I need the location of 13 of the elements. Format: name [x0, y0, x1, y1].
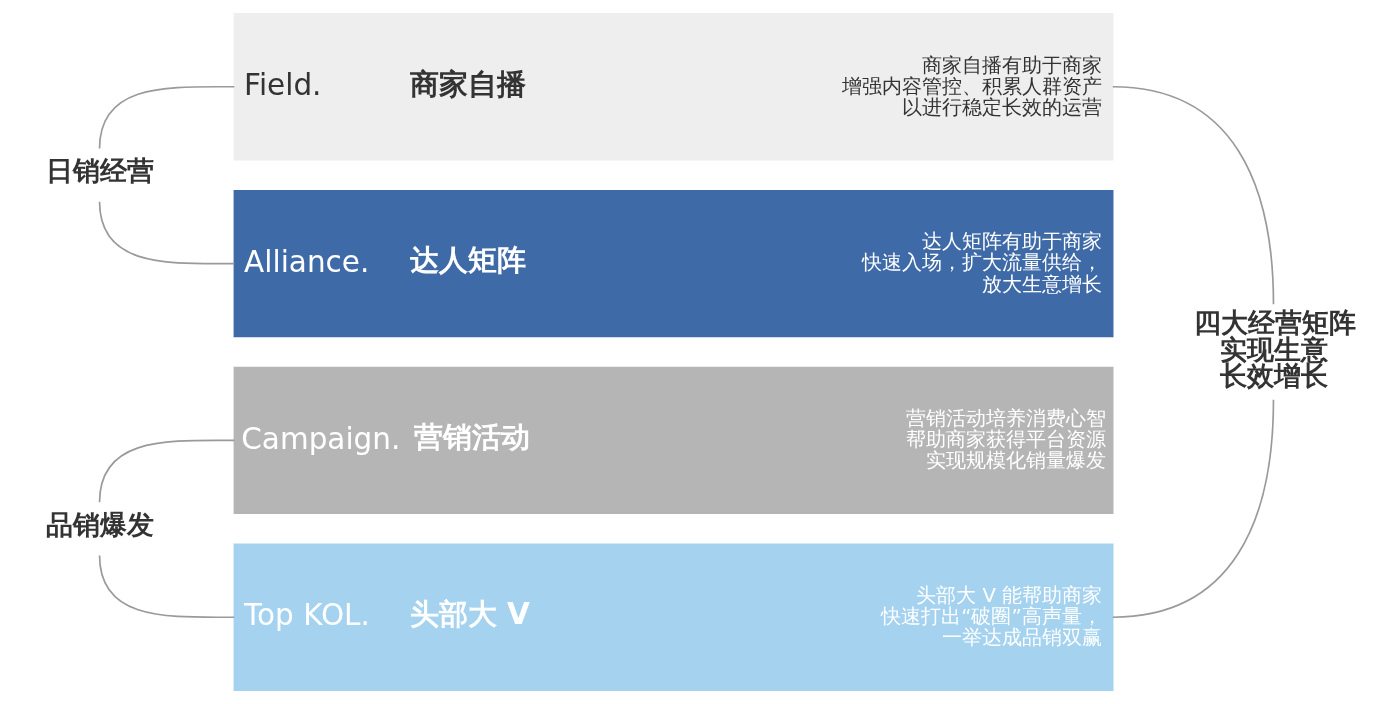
node-box: Field. 商家自播 商家自播有助于商家增强内容管控、积累人群资产以进行稳定长效的运营 [233, 13, 1113, 161]
connector [98, 439, 235, 503]
connector [1111, 398, 1274, 619]
connector [98, 85, 235, 150]
connector [1111, 85, 1274, 306]
node-box: Campaign. 营销活动 营销活动培养消费心智帮助商家获得平台资源实现规模化销量爆发 [233, 366, 1113, 515]
node-text: 品销爆发 [45, 509, 154, 541]
connector [98, 201, 235, 265]
connector [98, 554, 235, 619]
node-box: Alliance. 达人矩阵 达人矩阵有助于商家快速入场，扩大流量供给，放大生意增长 [233, 189, 1113, 338]
node-text: 四大经营矩阵实现生意长效增长 [1193, 306, 1356, 392]
node-text: 日销经营 [45, 155, 154, 187]
node-box: Top KOL. 头部大 V 头部大 V 能帮助商家快速打出“破圈”高声量，一举达成品销双赢 [233, 543, 1113, 691]
